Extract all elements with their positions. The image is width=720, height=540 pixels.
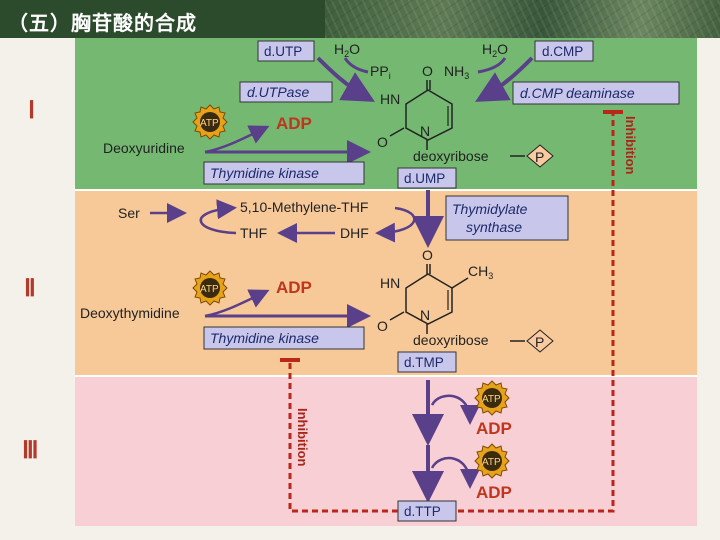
dhf-label: DHF — [340, 225, 369, 241]
thf-cycle-arrow — [199, 199, 237, 235]
atp-label-3: ATP — [482, 394, 501, 405]
inhibition-label-bottom: Inhibition — [295, 408, 310, 467]
svg-text:P: P — [535, 149, 544, 165]
thymidine-kinase-label-1: Thymidine kinase — [210, 165, 319, 181]
svg-text:P: P — [535, 334, 544, 350]
atp-label-4: ATP — [482, 457, 501, 468]
adp-label-2: ADP — [276, 278, 312, 297]
thymidylate-synthase-line1: Thymidylate — [452, 201, 528, 217]
marble-texture-banner — [325, 0, 720, 38]
atp-label-2: ATP — [200, 284, 219, 295]
thymidine-kinase-box-1 — [203, 161, 365, 185]
deoxyuridine-label: Deoxyuridine — [103, 140, 185, 156]
thymidine-kinase-box-2 — [203, 326, 365, 350]
svg-text:O: O — [422, 247, 433, 263]
dutp-to-dump-arrow — [316, 56, 375, 102]
inhibition-line-thymidine-kinase — [280, 358, 398, 513]
title-bar: （五）胸苷酸的合成 — [0, 0, 325, 38]
svg-text:N: N — [420, 123, 430, 139]
ch3-label: CH3 — [468, 263, 493, 281]
dutp-box — [257, 40, 315, 62]
atp-label-1: ATP — [200, 118, 219, 129]
nh3-label: NH3 — [444, 63, 469, 81]
dttp-label: d.TTP — [404, 504, 441, 519]
dtmp-label: d.TMP — [404, 355, 444, 370]
svg-text:O: O — [422, 63, 433, 79]
adp-label-4: ADP — [476, 483, 512, 502]
svg-text:N: N — [420, 307, 430, 323]
svg-text:O: O — [377, 134, 388, 150]
dcmp-deaminase-label: d.CMP deaminase — [520, 85, 635, 101]
h2o-left: H2O — [334, 41, 360, 59]
h2o-nh3-curve — [477, 57, 507, 74]
ppi-label: PPi — [370, 63, 391, 81]
panel-section-3 — [75, 376, 697, 526]
thymidylate-synthase-line2: synthase — [466, 219, 522, 235]
inhibition-line-dcmp-deaminase — [458, 110, 623, 513]
dtmp-box — [397, 351, 457, 373]
adp-label-3: ADP — [476, 419, 512, 438]
adp-label-1: ADP — [276, 114, 312, 133]
section-label-2: Ⅱ — [24, 276, 36, 302]
svg-text:O: O — [377, 318, 388, 334]
inhibition-label-top: Inhibition — [623, 116, 638, 175]
ser-label: Ser — [118, 205, 140, 221]
thymidylate-synthase-box — [445, 195, 569, 241]
svg-text:deoxyribose: deoxyribose — [413, 148, 489, 164]
svg-text:deoxyribose: deoxyribose — [413, 332, 489, 348]
svg-text:HN: HN — [380, 275, 400, 291]
dutp-label: d.UTP — [264, 44, 302, 59]
dump-label: d.UMP — [404, 171, 445, 186]
dutpase-label: d.UTPase — [247, 84, 309, 100]
h2o-right: H2O — [482, 41, 508, 59]
dcmp-label: d.CMP — [542, 44, 583, 59]
dcmp-to-dump-arrow — [475, 56, 534, 102]
dtmp-structure: O CH3 HN N O deoxyribose P — [377, 247, 554, 353]
methylene-thf-label: 5,10-Methylene-THF — [240, 199, 368, 215]
dump-structure: O HN N O deoxyribose P — [377, 63, 554, 168]
section-label-1: Ⅰ — [28, 98, 36, 124]
dump-box — [397, 167, 457, 189]
page-title: （五）胸苷酸的合成 — [8, 13, 197, 35]
dcmp-deaminase-box — [512, 81, 680, 105]
panel-section-1 — [75, 38, 697, 190]
thymidine-kinase-label-2: Thymidine kinase — [210, 330, 319, 346]
h2o-ppi-curve — [343, 57, 369, 74]
dcmp-box — [534, 40, 594, 62]
section-label-3: Ⅲ — [22, 438, 39, 464]
dutpase-box — [239, 81, 333, 103]
svg-text:HN: HN — [380, 91, 400, 107]
thf-label: THF — [240, 225, 267, 241]
deoxythymidine-label: Deoxythymidine — [80, 305, 180, 321]
